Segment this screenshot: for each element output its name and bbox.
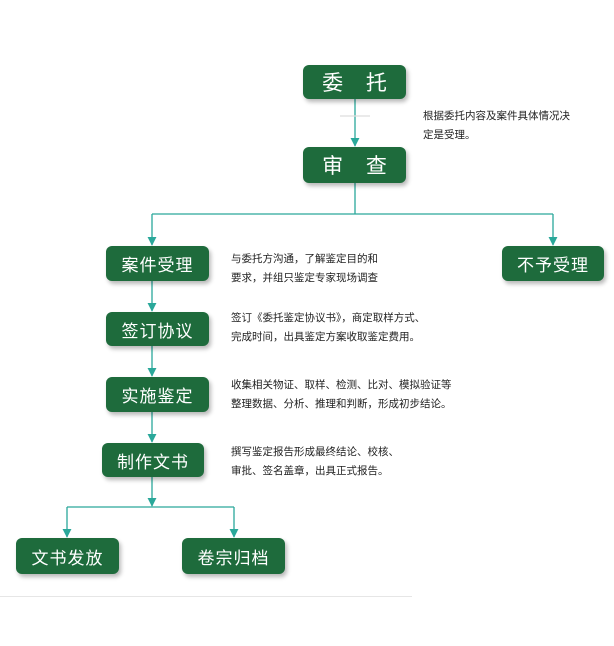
note-implement-line-2: 整理数据、分析、推理和判断，形成初步结论。: [231, 398, 452, 410]
note-implement-line-1: 收集相关物证、取样、检测、比对、模拟验证等: [231, 379, 452, 391]
note-produce-line-2: 审批、签名盖章，出具正式报告。: [231, 465, 389, 477]
node-reject: 不予受理: [502, 246, 604, 281]
note-sign-line-1: 签订《委托鉴定协议书》，商定取样方式、: [231, 312, 426, 324]
note-review: 根据委托内容及案件具体情况决 定是受理。: [423, 107, 570, 145]
node-implement: 实施鉴定: [106, 377, 209, 412]
node-issue: 文书发放: [16, 538, 119, 574]
node-accept: 案件受理: [106, 246, 209, 281]
note-accept-line-1: 与委托方沟通，了解鉴定目的和: [231, 253, 378, 265]
note-implement: 收集相关物证、取样、检测、比对、模拟验证等 整理数据、分析、推理和判断，形成初步…: [231, 376, 452, 414]
note-accept-line-2: 要求，并组只鉴定专家现场调查: [231, 272, 378, 284]
note-sign: 签订《委托鉴定协议书》，商定取样方式、 完成时间，出具鉴定方案收取鉴定费用。: [231, 309, 425, 347]
note-produce: 撰写鉴定报告形成最终结论、校核、 审批、签名盖章，出具正式报告。: [231, 443, 399, 481]
note-review-line-2: 定是受理。: [423, 129, 476, 141]
note-review-line-1: 根据委托内容及案件具体情况决: [423, 110, 570, 122]
node-review: 审 查: [303, 147, 406, 183]
node-produce: 制作文书: [102, 443, 204, 477]
node-commission: 委 托: [303, 65, 406, 99]
bottom-divider: [0, 596, 412, 597]
note-accept: 与委托方沟通，了解鉴定目的和 要求，并组只鉴定专家现场调查: [231, 250, 378, 288]
node-sign: 签订协议: [106, 312, 209, 346]
note-produce-line-1: 撰写鉴定报告形成最终结论、校核、: [231, 446, 399, 458]
node-archive: 卷宗归档: [182, 538, 285, 574]
note-sign-line-2: 完成时间，出具鉴定方案收取鉴定费用。: [231, 331, 420, 343]
